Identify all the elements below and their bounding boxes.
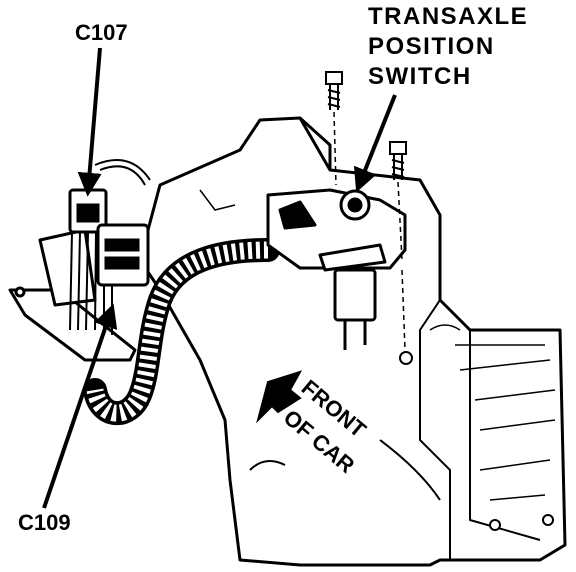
housing-details — [199, 189, 556, 501]
connector-c109 — [96, 223, 150, 287]
c109-leader — [42, 303, 118, 509]
label-c109: C109 — [18, 510, 71, 535]
label-switch-line1: TRANSAXLE — [368, 3, 528, 30]
mounting-bracket — [8, 228, 137, 362]
harness-conduit-inner — [86, 241, 269, 422]
bolt-hole — [399, 351, 413, 365]
housing-bolt-hole-2 — [542, 514, 554, 526]
label-switch-line2: POSITION — [368, 33, 495, 60]
front-arrow-icon — [256, 370, 303, 424]
bolt-left — [325, 71, 343, 110]
bolt-guide-lines — [333, 111, 406, 351]
c107-leader — [77, 47, 102, 197]
housing-bolt-hole-1 — [489, 519, 501, 531]
label-switch-line3: SWITCH — [368, 63, 472, 90]
bolt-right — [389, 141, 407, 180]
label-c107: C107 — [75, 20, 128, 45]
position-switch — [266, 188, 407, 350]
callout-arrows — [42, 47, 397, 509]
transaxle-housing — [138, 116, 567, 567]
switch-leader — [353, 94, 397, 193]
